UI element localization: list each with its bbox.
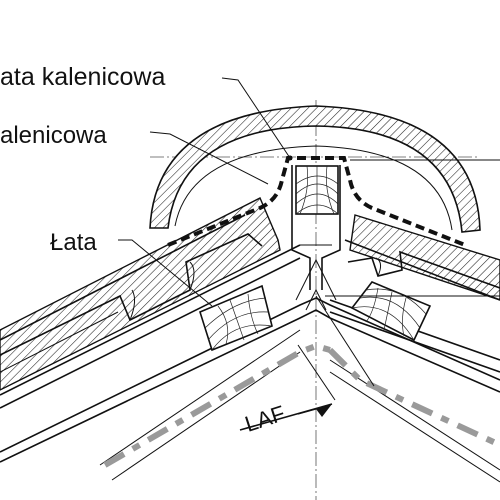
ridge-cap-tile bbox=[149, 105, 481, 233]
label-ridge-membrane: alenicowa bbox=[0, 122, 107, 149]
label-batten: Łata bbox=[50, 229, 97, 256]
ridge-membrane-roll bbox=[167, 156, 466, 247]
right-roof-slope bbox=[329, 214, 500, 483]
underlayment bbox=[103, 342, 500, 468]
ridge-batten-holder bbox=[291, 165, 341, 290]
label-ridge-batten: ata kalenicowa bbox=[0, 63, 165, 91]
label-laf: LAF bbox=[242, 401, 288, 437]
laf-dimension bbox=[239, 295, 375, 431]
ridge-batten bbox=[295, 165, 339, 215]
left-batten bbox=[199, 284, 273, 352]
rafters bbox=[0, 258, 500, 463]
leader-lines bbox=[118, 77, 500, 307]
